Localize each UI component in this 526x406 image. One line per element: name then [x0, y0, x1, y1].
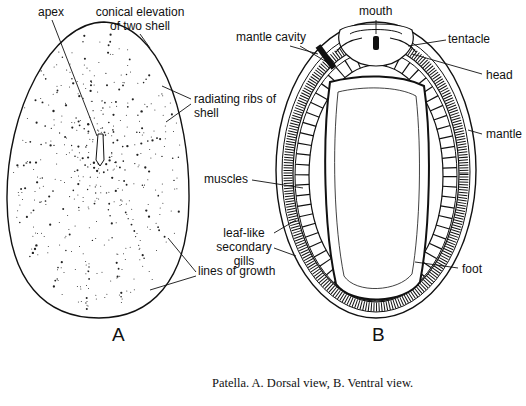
- part-label: radiating ribs of shell: [194, 92, 280, 120]
- shell-dorsal: [7, 22, 189, 318]
- part-label: mantle: [486, 127, 522, 141]
- part-label: muscles: [204, 172, 248, 186]
- part-label: head: [486, 68, 513, 82]
- part-label: apex: [38, 5, 64, 19]
- view-letter: A: [112, 325, 125, 345]
- part-label: tentacle: [448, 32, 490, 46]
- ventral-body: [276, 22, 476, 318]
- part-label: foot: [462, 262, 482, 276]
- view-letter: B: [372, 325, 385, 345]
- part-label: mantle cavity: [236, 30, 306, 44]
- part-label: conical elevation of two shell: [92, 5, 188, 33]
- leader-lines-a: [52, 20, 196, 290]
- part-label: mouth: [359, 4, 392, 18]
- figure-caption: Patella. A. Dorsal view, B. Ventral view…: [212, 376, 413, 391]
- part-label: leaf-like secondary gills: [214, 226, 274, 268]
- leader-lines-b: [252, 20, 482, 268]
